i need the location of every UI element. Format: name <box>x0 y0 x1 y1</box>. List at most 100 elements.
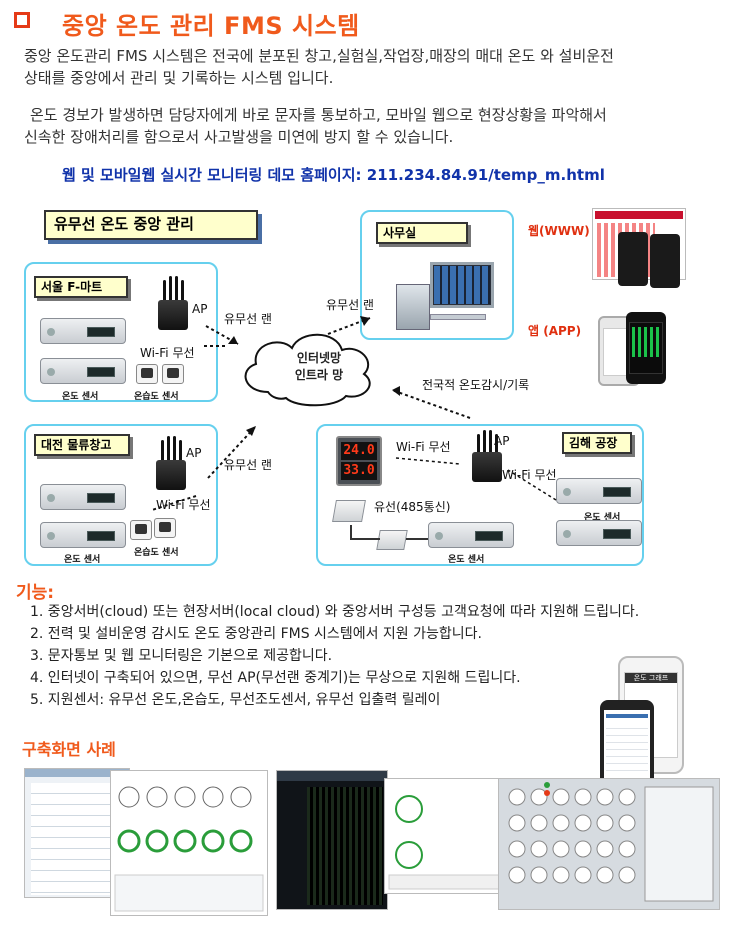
daejeon-sensor-1 <box>40 484 126 510</box>
office-title: 사무실 <box>376 222 468 244</box>
feature-phone-front <box>600 700 654 792</box>
app-label: 앱 (APP) <box>528 324 582 338</box>
seoul-title: 서울 F-마트 <box>34 276 128 298</box>
feature-item-5: 5. 지원센서: 유무선 온도,온습도, 무선조도센서, 유무선 입출력 릴레이 <box>30 692 441 708</box>
gimhae-display-bottom: 33.0 <box>341 462 377 480</box>
app-phone-2-screen <box>629 322 663 374</box>
diagram-main-label: 유무선 온도 중앙 관리 <box>44 210 258 240</box>
gimhae-sensor-right-1 <box>556 478 642 504</box>
web-screenshot-header <box>595 211 683 219</box>
gimhae-ap-antenna <box>495 434 498 456</box>
daejeon-sensor-label: 온도 센서 <box>64 555 101 565</box>
office-lan-label: 유무선 랜 <box>326 298 374 312</box>
app-phone-2-chart <box>632 327 660 357</box>
daejeon-ap-antenna <box>167 436 170 462</box>
example-3-titlebar <box>277 771 387 781</box>
gimhae-wire <box>350 538 380 540</box>
example-1-table <box>31 783 123 895</box>
examples-heading: 구축화면 사례 <box>22 740 116 759</box>
daejeon-ap-antenna <box>161 440 164 462</box>
cloud-label: 인터넷망 인트라 망 <box>280 350 358 384</box>
gimhae-sensor-right-2 <box>556 520 642 546</box>
feature-phone-front-list <box>606 722 648 776</box>
office-pc-tower <box>396 284 430 330</box>
gimhae-wired-label: 유선(485통신) <box>374 500 451 514</box>
intro-line-1: 중앙 온도관리 FMS 시스템은 전국에 분포된 창고,실험실,작업장,매장의 … <box>24 47 614 65</box>
web-phone-1 <box>618 232 648 286</box>
page-title: 중앙 온도 관리 FMS 시스템 <box>62 12 360 40</box>
daejeon-ap-device <box>156 460 186 490</box>
example-screenshot-4 <box>384 778 504 894</box>
gimhae-ap-label: AP <box>494 434 510 448</box>
gimhae-wifi-right-label: Wi-Fi 무선 <box>502 468 557 482</box>
intro-line-4: 신속한 장애처리를 함으로서 사고발생을 미연에 방지 할 수 있습니다. <box>24 128 454 146</box>
gimhae-wire <box>406 538 428 540</box>
gimhae-ap-antenna <box>477 434 480 456</box>
feature-phone-back-title: 온도 그래프 <box>625 673 677 683</box>
gimhae-display-top: 24.0 <box>341 442 377 460</box>
web-label: 웹(WWW) <box>528 224 590 238</box>
web-phone-2 <box>650 234 680 288</box>
nationwide-label: 전국적 온도감시/기록 <box>422 378 530 392</box>
example-2-gauges <box>114 786 264 912</box>
daejeon-humidity-label: 온습도 센서 <box>134 548 179 558</box>
title-checkbox-icon <box>14 12 30 28</box>
daejeon-ap-antenna <box>173 436 176 462</box>
features-heading: 기능: <box>16 583 55 603</box>
intro-line-3: 온도 경보가 발생하면 담당자에게 바로 문자를 통보하고, 모바일 웹으로 현… <box>30 106 607 124</box>
seoul-ap-device <box>158 300 188 330</box>
seoul-ap-label: AP <box>192 302 208 316</box>
gimhae-wire <box>350 525 352 539</box>
seoul-ap-antenna <box>175 276 178 302</box>
example-screenshot-5 <box>498 778 720 910</box>
feature-item-2: 2. 전력 및 설비운영 감시도 온도 중앙관리 FMS 시스템에서 지원 가능… <box>30 626 482 642</box>
seoul-humidity-label: 온습도 센서 <box>134 392 179 402</box>
example-5-gauge-grid <box>508 782 714 902</box>
cloud-shape <box>244 333 371 407</box>
demo-link[interactable]: 웹 및 모바일웹 실시간 모니터링 데모 홈페이지: 211.234.84.91… <box>62 166 605 184</box>
office-keyboard <box>430 314 486 320</box>
example-screenshot-3 <box>276 770 388 910</box>
app-phone-2 <box>626 312 666 384</box>
daejeon-humidity-sensor-1 <box>130 520 152 540</box>
daejeon-humidity-sensor-2 <box>154 518 176 538</box>
seoul-sensor-label: 온도 센서 <box>62 392 99 402</box>
gimhae-ap-antenna <box>483 430 486 456</box>
example-1-titlebar <box>25 769 129 777</box>
feature-phone-front-screen <box>604 710 650 782</box>
seoul-humidity-sensor-1 <box>136 364 158 384</box>
daejeon-wifi-label: Wi-Fi 무선 <box>156 498 211 512</box>
feature-item-4: 4. 인터넷이 구축되어 있으면, 무선 AP(무선랜 중계기)는 무상으로 지… <box>30 670 521 686</box>
daejeon-lan-label: 유무선 랜 <box>224 458 272 472</box>
seoul-lan-label: 유무선 랜 <box>224 312 272 326</box>
office-monitor-screen <box>434 266 490 304</box>
daejeon-sensor-2 <box>40 522 126 548</box>
gimhae-ap-antenna <box>489 430 492 456</box>
cloud-line-1: 인터넷망 <box>296 351 342 365</box>
example-3-grid <box>307 787 383 905</box>
seoul-wifi-label: Wi-Fi 무선 <box>140 346 195 360</box>
daejeon-ap-antenna <box>179 440 182 462</box>
seoul-sensor-2 <box>40 358 126 384</box>
gimhae-sensor-left-label: 온도 센서 <box>448 555 485 565</box>
cloud-line-2: 인트라 망 <box>294 368 344 382</box>
example-screenshot-2 <box>110 770 268 916</box>
seoul-ap-antenna <box>163 280 166 302</box>
diagram-connectors <box>151 316 557 511</box>
feature-item-3: 3. 문자통보 및 웹 모니터링은 기본으로 제공합니다. <box>30 648 333 664</box>
gimhae-wifi-left-label: Wi-Fi 무선 <box>396 440 451 454</box>
seoul-ap-antenna <box>169 276 172 302</box>
daejeon-ap-label: AP <box>186 446 202 460</box>
gimhae-title: 김해 공장 <box>562 432 632 454</box>
feature-item-1: 1. 중앙서버(cloud) 또는 현장서버(local cloud) 와 중앙… <box>30 604 640 620</box>
seoul-ap-antenna <box>181 280 184 302</box>
gimhae-sensor-left <box>428 522 514 548</box>
example-4-gauges <box>388 795 500 890</box>
gimhae-ap-device <box>472 452 502 482</box>
feature-phone-front-bar <box>606 714 648 718</box>
seoul-humidity-sensor-2 <box>162 364 184 384</box>
gimhae-sensor-right-label: 온도 센서 <box>584 513 621 523</box>
intro-line-2: 상태를 중앙에서 관리 및 기록하는 시스템 입니다. <box>24 69 334 87</box>
daejeon-title: 대전 물류창고 <box>34 434 130 456</box>
seoul-sensor-1 <box>40 318 126 344</box>
